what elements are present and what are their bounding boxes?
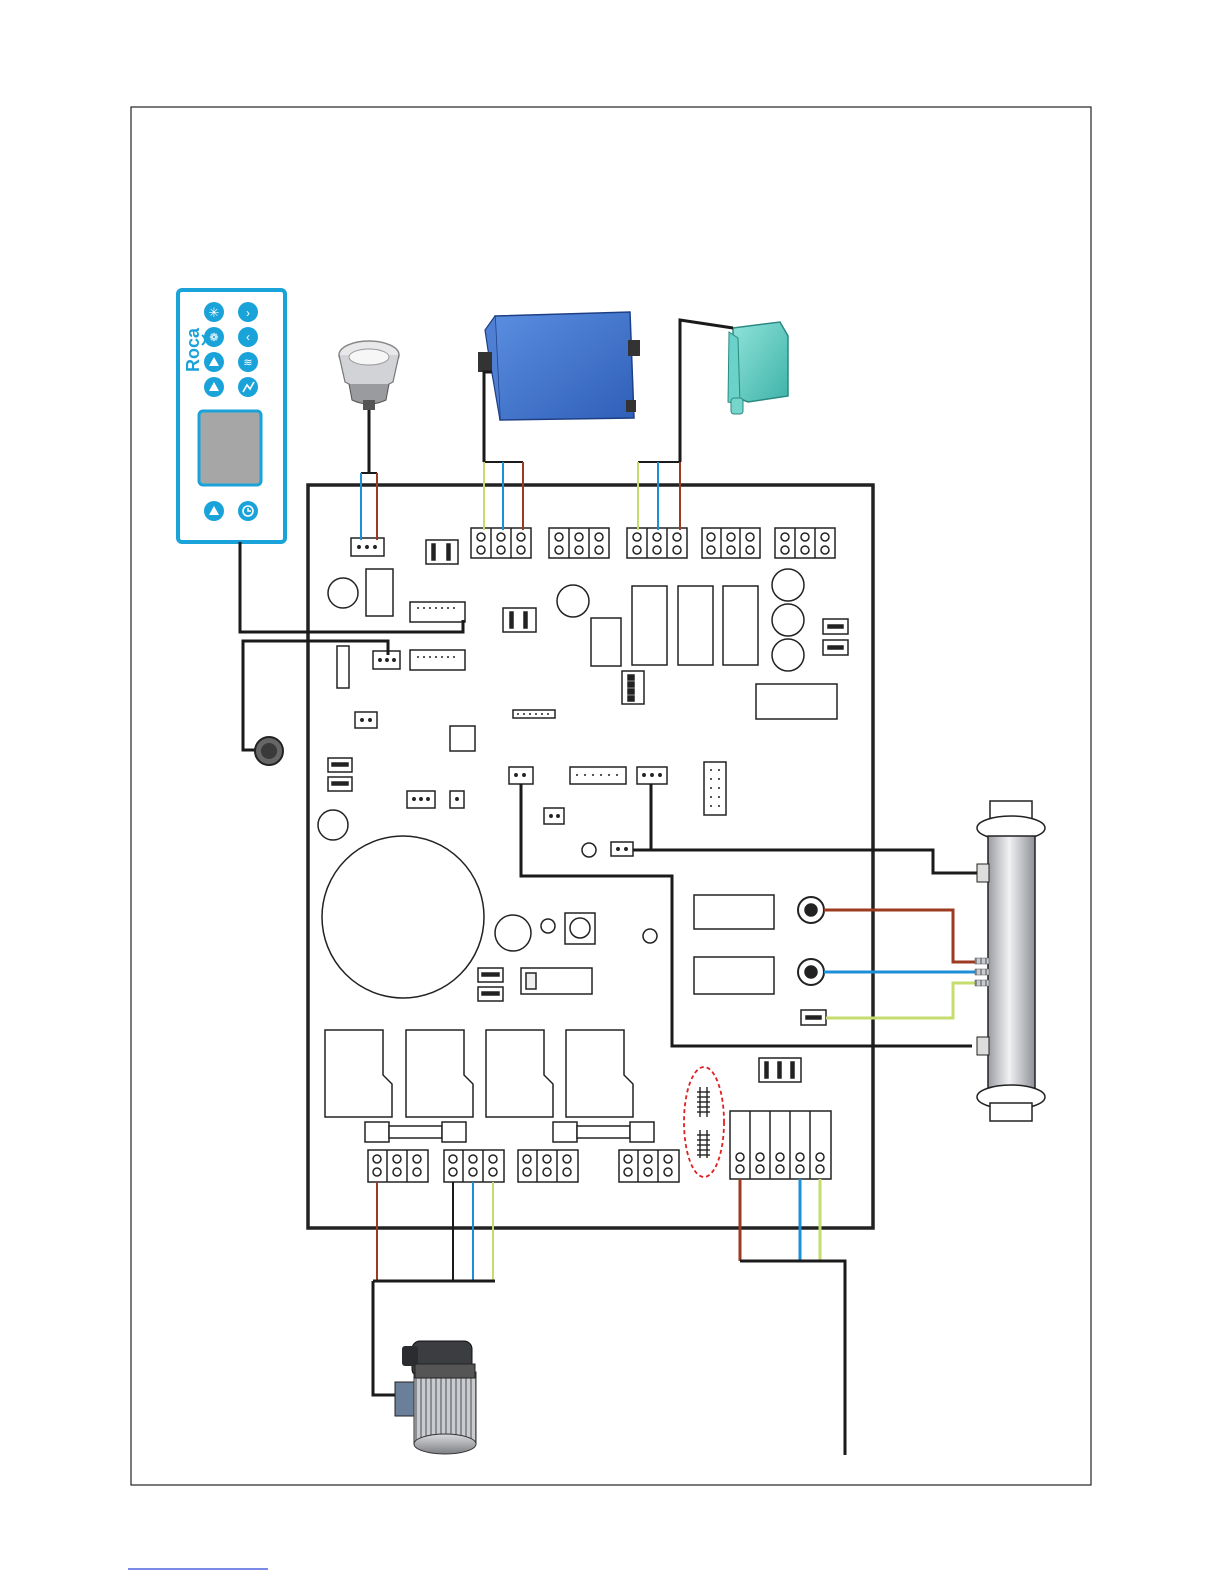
pump-icon — [395, 1341, 476, 1454]
panel-button-light[interactable]: ✳ — [204, 302, 224, 322]
terminal-block-ozone — [627, 528, 687, 558]
svg-text:‹: ‹ — [246, 330, 250, 344]
tall-resistor — [337, 646, 349, 688]
svg-text:✳: ✳ — [209, 305, 220, 320]
heater-relay-1 — [694, 895, 774, 929]
connector-small-3 — [450, 791, 464, 808]
relay-3 — [723, 586, 758, 665]
dip-switch — [622, 671, 644, 704]
blower-icon — [478, 312, 640, 420]
svg-text:≋: ≋ — [243, 357, 252, 369]
terminal-block-2 — [549, 528, 609, 558]
panel-button-ozone[interactable] — [238, 377, 258, 397]
panel-button-right[interactable]: › — [238, 302, 258, 322]
fuse-clip-1 — [823, 619, 848, 634]
relay-1 — [632, 586, 667, 665]
svg-text:›: › — [246, 306, 250, 320]
terminal-block-pump — [368, 1150, 428, 1182]
panel-button-left[interactable]: ‹ — [238, 327, 258, 347]
connector-row-1 — [513, 710, 555, 718]
capacitor-7 — [495, 915, 531, 951]
terminal-block-blower — [471, 528, 531, 558]
transformer-block — [756, 684, 837, 719]
pump-relay-4 — [566, 1030, 633, 1117]
led-2 — [541, 919, 555, 933]
panel-button-up-2[interactable] — [204, 377, 224, 397]
fuse-clip-6 — [478, 987, 503, 1001]
terminal-block-top — [471, 528, 835, 558]
connector-row-2 — [570, 767, 626, 784]
varistor — [521, 968, 592, 994]
terminal-block-mains — [730, 1111, 831, 1179]
jumper-2 — [503, 608, 536, 632]
panel-button-waves[interactable]: ≋ — [238, 352, 258, 372]
relay-2 — [678, 586, 713, 665]
main-transformer — [322, 836, 484, 998]
capacitor-3 — [772, 569, 804, 601]
terminal-block-b4 — [619, 1150, 679, 1182]
heater-relay-2 — [694, 957, 774, 994]
terminal-block-4 — [702, 528, 760, 558]
panel-button-clock[interactable] — [238, 501, 258, 521]
relay-small-1 — [366, 569, 393, 616]
pump-relay-3 — [486, 1030, 553, 1117]
heater-icon — [975, 801, 1045, 1121]
sensor-icon — [255, 737, 283, 765]
capacitor-4 — [772, 604, 804, 636]
heater-signal-connector — [509, 767, 533, 784]
connector-small-1 — [355, 712, 377, 728]
terminal-block-b3 — [518, 1150, 578, 1182]
heater-sensor-connector — [611, 842, 633, 856]
reset-button — [565, 913, 595, 944]
panel-button-up-1[interactable] — [204, 352, 224, 372]
capacitor-6 — [318, 810, 348, 840]
fuse-clip-5 — [478, 968, 503, 982]
light-connector — [351, 538, 384, 556]
temperature-connector — [637, 767, 667, 784]
led-3 — [643, 929, 657, 943]
capacitor-5 — [772, 639, 804, 671]
ozonator-icon — [728, 322, 788, 414]
pump-relay-2 — [406, 1030, 473, 1117]
control-panel: Roca ✳ › ❁ ‹ ≋ — [178, 290, 285, 542]
panel-display — [199, 411, 261, 485]
ic-chip — [450, 726, 475, 751]
fuse-clip-2 — [823, 640, 848, 655]
terminal-block-pump-2 — [444, 1150, 504, 1182]
capacitor-2 — [557, 585, 589, 617]
ribbon-connector — [704, 762, 726, 815]
connector-small-4 — [544, 808, 564, 824]
panel-connector — [410, 602, 465, 622]
spotlight-icon — [339, 341, 399, 410]
led-1 — [582, 843, 596, 857]
roca-logo: Roca — [183, 327, 203, 372]
panel-button-up-3[interactable] — [204, 501, 224, 521]
fuse-clip-4 — [328, 777, 352, 791]
connector-small-2 — [407, 791, 435, 808]
main-jumper — [759, 1058, 801, 1082]
svg-text:❁: ❁ — [209, 332, 218, 344]
terminal-block-5 — [775, 528, 835, 558]
relay-small-2 — [591, 618, 621, 666]
fuse-clip-3 — [328, 758, 352, 772]
jumper-1 — [426, 540, 458, 564]
heater-earth-clip — [801, 1010, 826, 1025]
capacitor-1 — [328, 578, 358, 608]
header-connector — [410, 650, 465, 670]
panel-button-blower[interactable]: ❁ — [204, 327, 224, 347]
pump-relay-1 — [325, 1030, 392, 1117]
